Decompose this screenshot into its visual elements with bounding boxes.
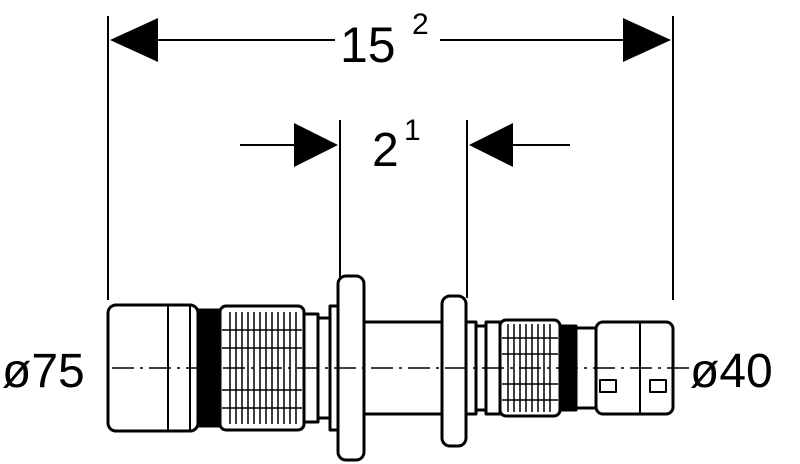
gap-arrow-right xyxy=(469,123,513,167)
right-diameter-label: ø40 xyxy=(690,345,773,398)
gap-dimension-value: 2 xyxy=(372,124,399,177)
right-pipe-end-notch-2 xyxy=(649,379,667,393)
gap-dimension xyxy=(240,120,570,298)
overall-arrow-right xyxy=(623,18,671,62)
overall-dimension-value: 15 xyxy=(340,17,396,73)
right-flange xyxy=(440,294,468,448)
overall-arrow-left xyxy=(110,18,158,62)
left-ring-2 xyxy=(316,316,332,420)
right-knurling xyxy=(502,324,558,412)
overall-dimension-superscript: 2 xyxy=(412,8,429,41)
right-pipe-end-notch xyxy=(599,379,617,393)
gap-arrow-left xyxy=(294,123,338,167)
gap-dimension-superscript: 1 xyxy=(404,114,421,147)
left-diameter-label: ø75 xyxy=(2,345,85,398)
overall-dimension xyxy=(107,16,674,300)
